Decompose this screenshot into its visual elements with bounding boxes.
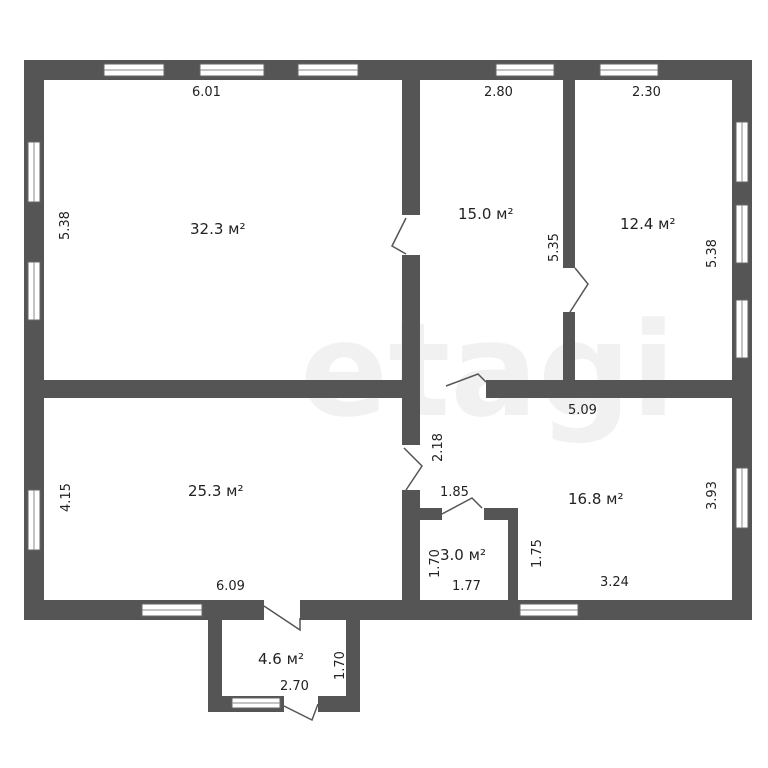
door-middle-to-right [569,267,589,313]
window-top-1 [103,63,165,77]
dimension-label: 5.35 [547,233,562,262]
porch-walls [208,618,360,712]
dimension-label: 1.75 [530,539,545,568]
window-top-2 [199,63,265,77]
dimension-label: 2.30 [632,85,661,100]
dimension-label: 1.85 [440,485,469,500]
window-left-2 [27,261,41,321]
room-area-label: 32.3 м² [190,220,246,238]
dimension-label: 6.01 [192,85,221,100]
dimension-label: 5.38 [705,239,720,268]
window-right-3 [735,299,749,359]
door-porch [283,703,319,722]
door-corridor-lower [403,447,423,491]
dimension-label: 3.24 [600,575,629,590]
window-top-4 [495,63,555,77]
room-area-label: 16.8 м² [568,490,624,508]
window-right-4 [735,467,749,529]
window-top-3 [297,63,359,77]
door-living-to-middle [391,217,407,255]
dimension-label: 1.77 [452,579,481,594]
window-top-5 [599,63,659,77]
door-bath [441,497,483,515]
door-corridor [445,373,487,387]
dimension-label: 1.70 [428,549,443,578]
window-right-2 [735,204,749,264]
dimension-labels: 6.01 5.38 2.80 5.35 2.30 5.38 4.15 6.09 … [58,85,720,694]
room-area-label: 3.0 м² [440,546,486,564]
dimension-label: 5.09 [568,403,597,418]
window-left-1 [27,141,41,203]
area-labels: 32.3 м² 15.0 м² 12.4 м² 25.3 м² 16.8 м² … [188,205,676,668]
doors [263,217,589,722]
window-bottom-1 [141,603,203,617]
dimension-label: 2.80 [484,85,513,100]
dimension-label: 6.09 [216,579,245,594]
room-area-label: 4.6 м² [258,650,304,668]
windows [27,63,749,709]
room-area-label: 15.0 м² [458,205,514,223]
dimension-label: 4.15 [59,483,74,512]
window-bottom-2 [519,603,579,617]
room-area-label: 12.4 м² [620,215,676,233]
dimension-label: 5.38 [58,211,73,240]
dimension-label: 3.93 [705,481,720,510]
window-right-1 [735,121,749,183]
watermark-text: etagi [300,294,676,446]
dimension-label: 2.70 [280,679,309,694]
window-left-3 [27,489,41,551]
room-area-label: 25.3 м² [188,482,244,500]
dimension-label: 2.18 [431,433,446,462]
door-entrance [263,605,301,632]
dimension-label: 1.70 [333,651,348,680]
window-porch [231,697,281,709]
interior-walls [44,80,732,608]
